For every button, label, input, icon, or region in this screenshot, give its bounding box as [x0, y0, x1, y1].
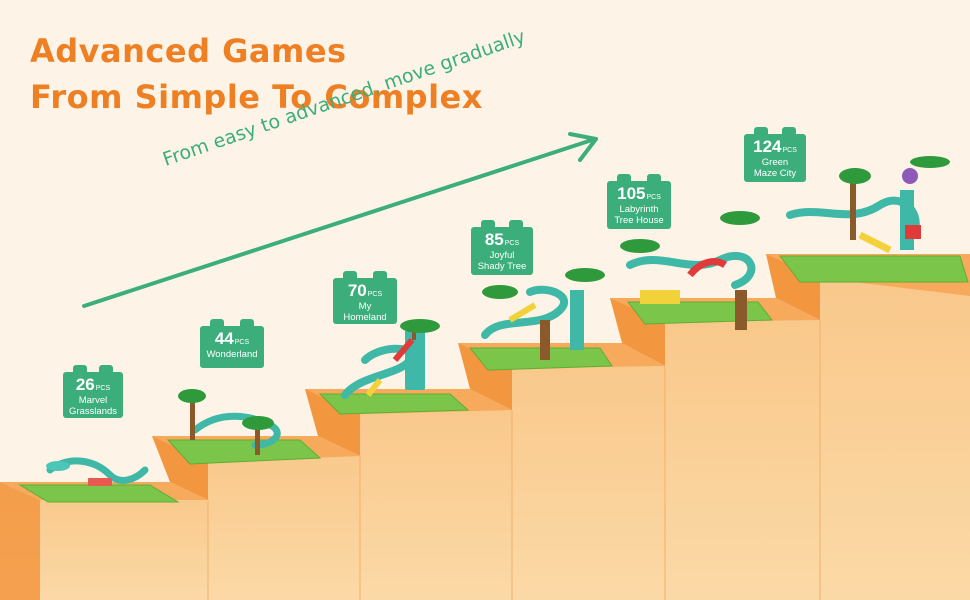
piece-count: 44 [214, 329, 234, 348]
piece-count: 26 [75, 375, 95, 394]
piece-count: 105 [617, 184, 646, 203]
piece-count: 124 [753, 137, 782, 156]
set-name: Maze City [753, 168, 797, 179]
set-name: Homeland [343, 312, 387, 323]
badge-124-pcs: 124PCS Green Maze City [744, 127, 806, 182]
piece-unit: PCS [504, 240, 520, 247]
headline: Advanced Games From Simple To Complex [30, 28, 483, 120]
toy-105 [620, 211, 760, 330]
piece-count: 70 [347, 281, 367, 300]
set-name: Marvel [78, 395, 108, 406]
set-name: Labyrinth [619, 204, 659, 215]
headline-line-2: From Simple To Complex [30, 78, 483, 116]
headline-line-1: Advanced Games [30, 32, 347, 70]
piece-unit: PCS [782, 147, 797, 154]
piece-unit: PCS [234, 339, 250, 346]
progress-arrow [82, 132, 598, 308]
set-name: My [358, 301, 372, 312]
set-name: Green [761, 157, 789, 168]
badge-26-pcs: 26PCS Marvel Grasslands [63, 365, 123, 418]
piece-unit: PCS [646, 194, 661, 201]
badge-105-pcs: 105PCS Labyrinth Tree House [607, 174, 671, 229]
badge-70-pcs: 70PCS My Homeland [333, 271, 397, 324]
baseplates [18, 255, 969, 503]
badge-85-pcs: 85PCS Joyful Shady Tree [471, 220, 533, 275]
piece-count: 85 [484, 230, 504, 249]
set-name: Wonderland [206, 349, 258, 360]
toy-44 [178, 389, 281, 455]
set-name: Shady Tree [477, 261, 527, 272]
piece-unit: PCS [95, 385, 111, 392]
set-name: Tree House [614, 215, 664, 226]
stairs [0, 254, 970, 600]
toy-70 [341, 319, 440, 399]
toy-26 [46, 457, 149, 486]
badge-44-pcs: 44PCS Wonderland [200, 319, 264, 368]
set-name: Grasslands [68, 406, 118, 417]
set-name: Joyful [489, 250, 515, 261]
toy-85 [481, 268, 605, 360]
toy-124 [786, 156, 950, 254]
piece-unit: PCS [367, 291, 383, 298]
